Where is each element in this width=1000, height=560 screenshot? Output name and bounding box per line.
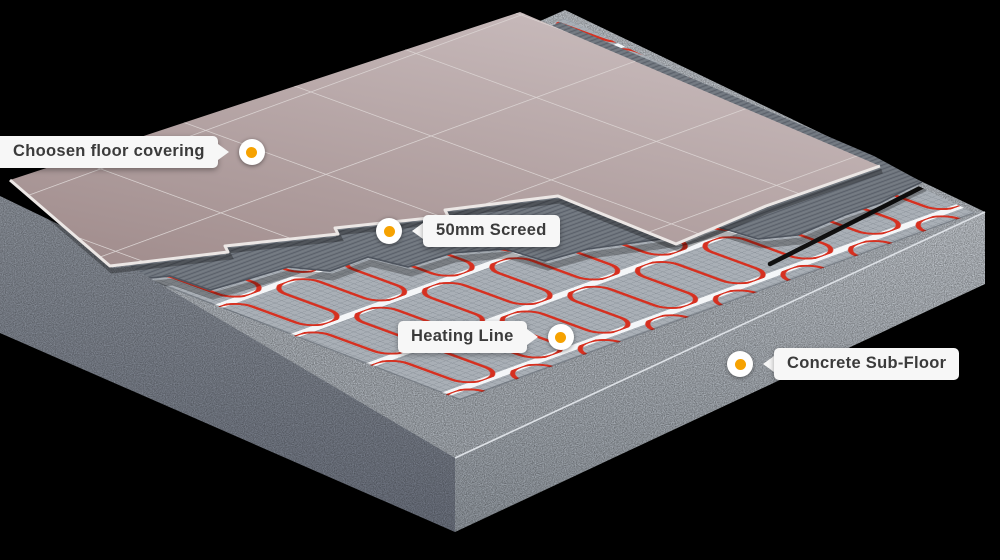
tile-layer xyxy=(9,12,883,274)
marker-dot-icon xyxy=(238,139,265,165)
tile-grout-lines xyxy=(10,12,880,266)
callout-label: Heating Line xyxy=(411,327,514,345)
marker-dot-icon xyxy=(727,351,753,377)
callout-floor-covering: Choosen floor covering xyxy=(0,136,265,168)
callout-label: Concrete Sub-Floor xyxy=(787,354,947,372)
callout-box: 50mm Screed xyxy=(423,215,560,247)
marker-dot-icon xyxy=(376,218,402,244)
power-lead-cable xyxy=(767,182,929,267)
marker-dot-icon xyxy=(547,324,574,350)
callout-sub-floor: Concrete Sub-Floor xyxy=(727,348,960,380)
slab-front-edge-highlight xyxy=(454,211,986,459)
callout-label: Choosen floor covering xyxy=(13,142,205,160)
screed-edge-shadow xyxy=(105,184,927,300)
callout-label: 50mm Screed xyxy=(436,221,547,239)
callout-pointer-icon xyxy=(217,144,229,160)
callout-pointer-icon xyxy=(412,223,423,239)
callout-box: Heating Line xyxy=(398,321,527,353)
callout-screed: 50mm Screed xyxy=(376,215,560,247)
callout-heating-line: Heating Line xyxy=(398,321,574,353)
callout-pointer-icon xyxy=(526,329,538,345)
callout-box: Choosen floor covering xyxy=(0,136,218,168)
concrete-right-face xyxy=(454,211,986,532)
callout-box: Concrete Sub-Floor xyxy=(774,348,960,380)
callout-pointer-icon xyxy=(763,356,774,372)
concrete-left-face xyxy=(0,196,455,532)
screed-wavy-edge xyxy=(94,181,923,291)
